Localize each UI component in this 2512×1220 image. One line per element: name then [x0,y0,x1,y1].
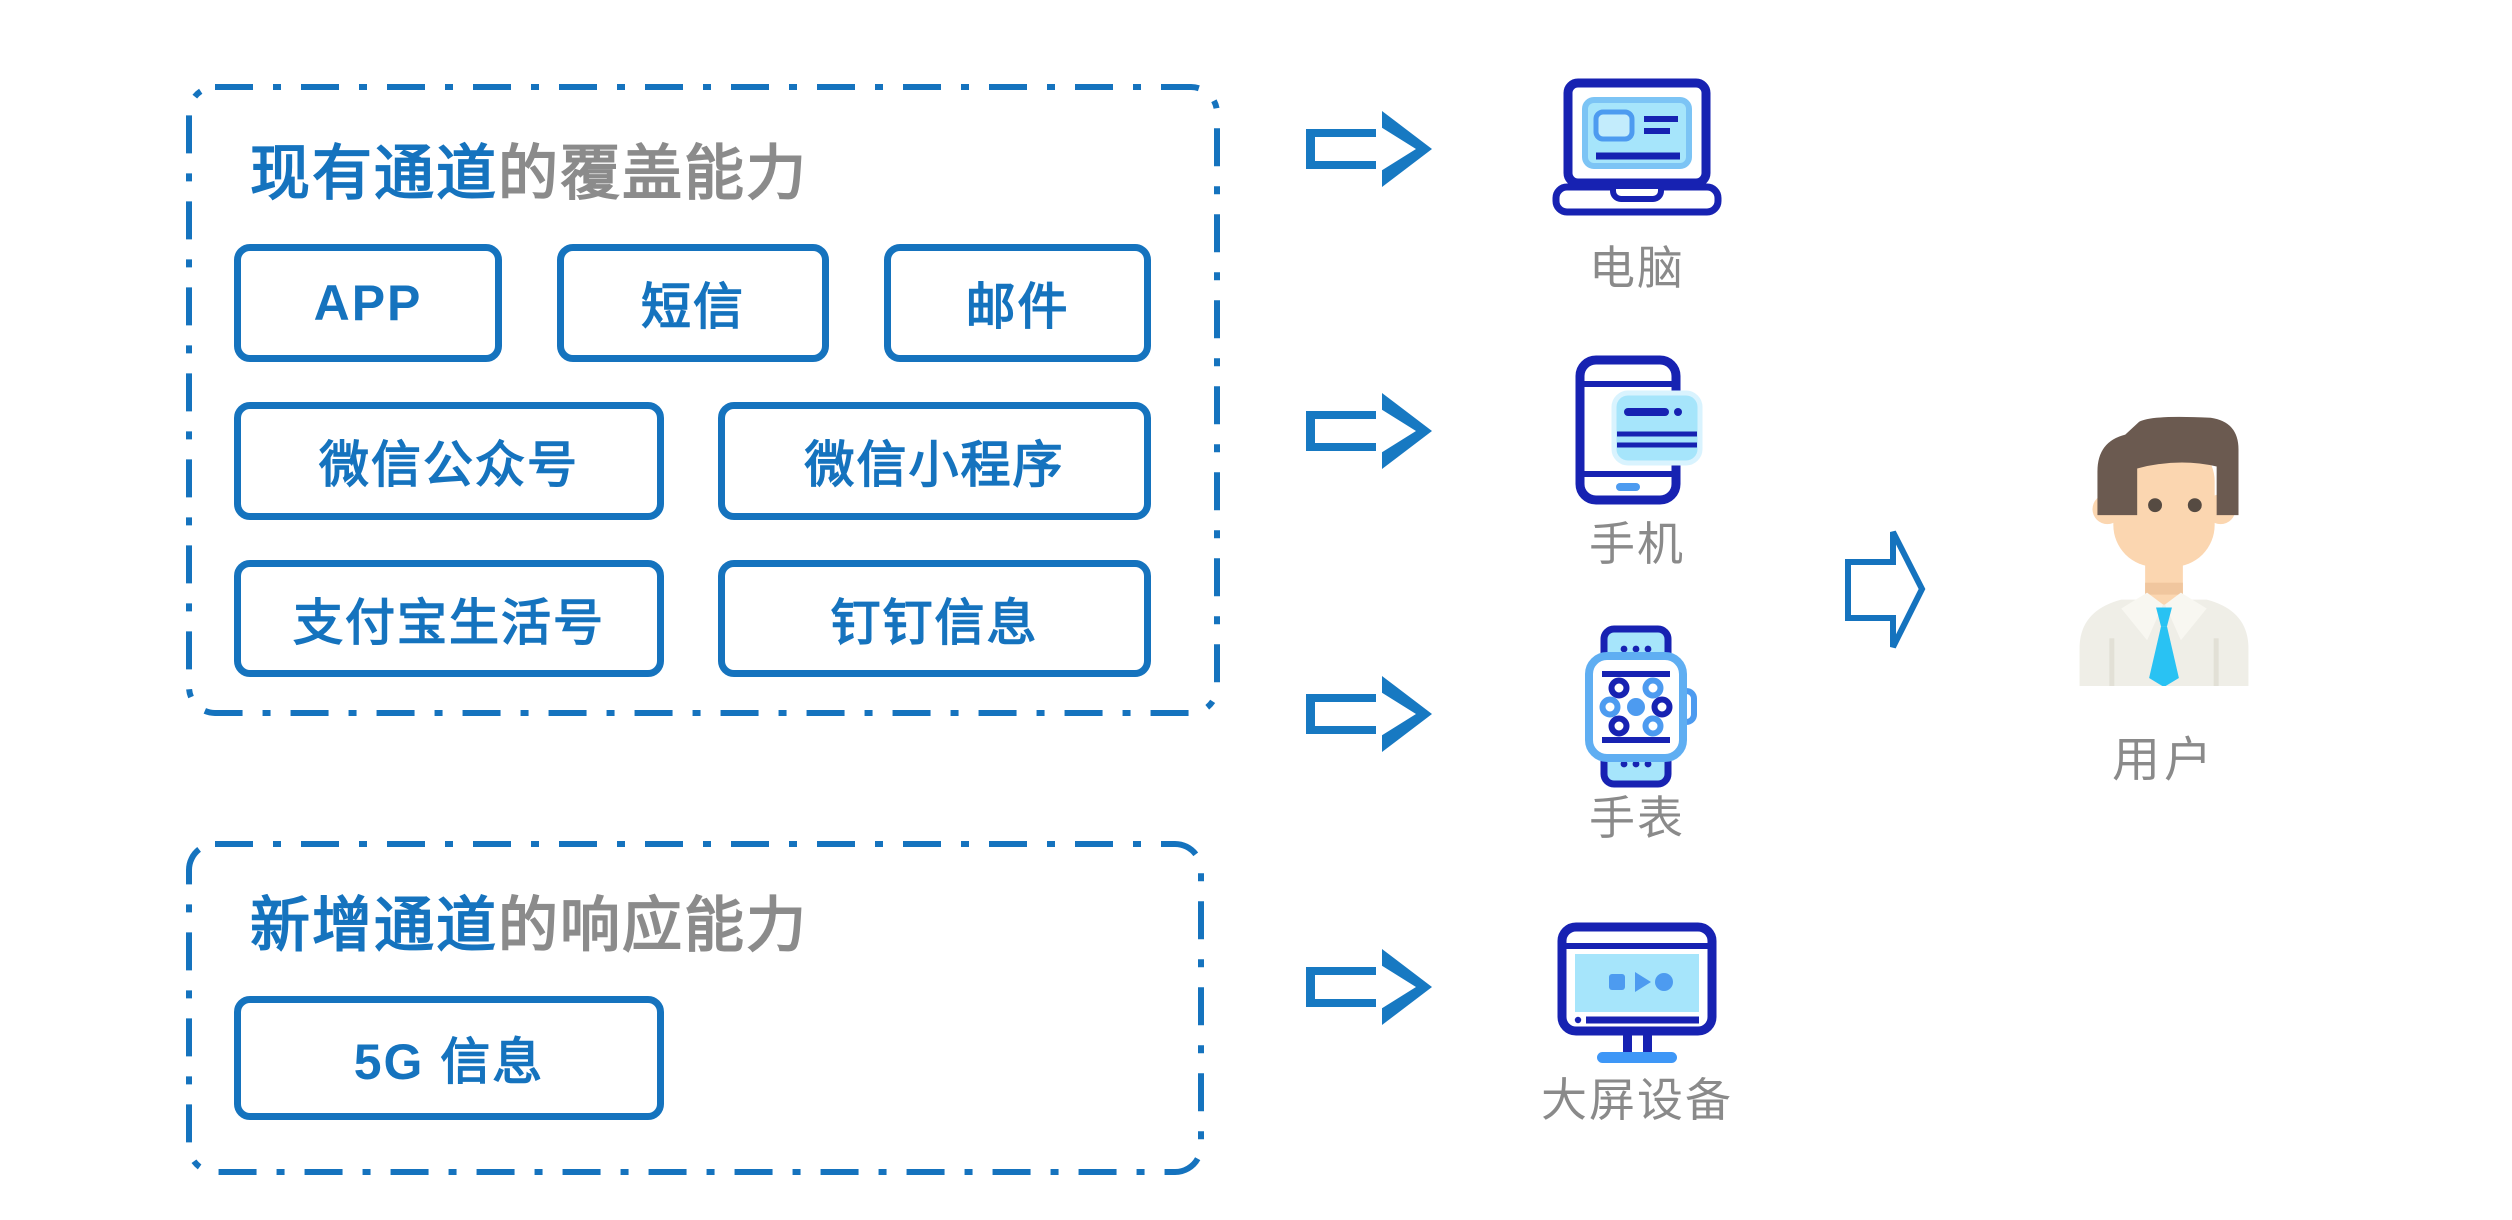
channel-button-sms: 短信 [557,244,829,362]
flow-arrow-icon-laptop [1306,111,1432,187]
existing-channels-title-highlight: 现有通道 [250,140,498,207]
user-avatar-icon [2079,416,2249,686]
smartwatch-icon [1585,625,1697,788]
new-channels-border [186,841,1204,1175]
smartphone-label: 手机 [1589,518,1685,570]
existing-channels-title: 现有通道的覆盖能力 [250,144,808,204]
channel-button-alipay-life: 支付宝生活号 [234,560,664,677]
new-channels-title-rest: 的响应能力 [498,892,808,959]
channel-button-app: APP [234,244,502,362]
channel-button-wechat-official: 微信公众号 [234,402,664,520]
bigscreen-icon [1557,922,1717,1063]
channel-button-dingtalk: 钉钉信息 [718,560,1151,677]
flow-arrow-icon-watch [1306,676,1432,752]
existing-channels-title-rest: 的覆盖能力 [498,140,808,207]
user-arrow-icon [1845,530,1926,649]
flow-arrow-icon-phone [1306,393,1432,469]
channel-button-5g-message: 5G 信息 [234,996,664,1120]
laptop-label: 电脑 [1589,242,1685,294]
existing-channels-border [186,84,1220,716]
bigscreen-label: 大屏设备 [1541,1074,1733,1126]
new-channels-title: 新增通道的响应能力 [250,896,808,956]
channel-button-email: 邮件 [884,244,1151,362]
smartphone-icon [1575,355,1703,505]
laptop-icon [1552,78,1722,216]
channel-button-wechat-miniprogram: 微信小程序 [718,402,1151,520]
user-label: 用户 [2111,734,2216,787]
flow-arrow-icon-bigscreen [1306,949,1432,1025]
smartwatch-label: 手表 [1589,792,1685,844]
new-channels-title-highlight: 新增通道 [250,892,498,959]
